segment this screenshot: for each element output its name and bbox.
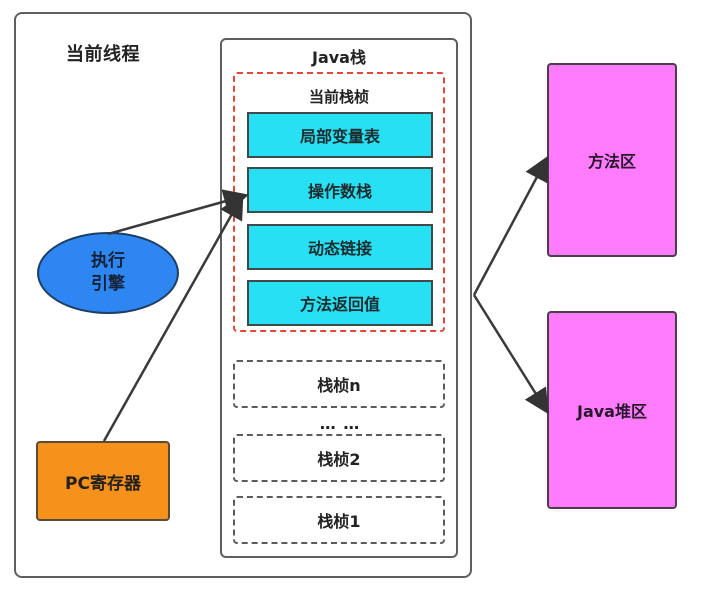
stack-frame-2: 栈桢2 xyxy=(233,434,445,482)
execution-engine-label-line1: 执行 xyxy=(91,251,125,272)
dynamic-linking-box: 动态链接 xyxy=(247,224,433,270)
current-thread-title: 当前线程 xyxy=(66,44,140,65)
stack-to-heap-arrow xyxy=(472,294,549,415)
local-variable-table-box: 局部变量表 xyxy=(247,112,433,158)
current-stack-frame-title: 当前栈桢 xyxy=(308,88,369,106)
stack-frame-n: 栈桢n xyxy=(233,360,445,408)
method-return-value-box: 方法返回值 xyxy=(247,280,433,326)
stack-frame-1: 栈桢1 xyxy=(233,496,445,544)
pc-register-to-operand-stack-arrow xyxy=(102,193,244,442)
pc-register: PC寄存器 xyxy=(36,441,170,521)
execution-engine-label-line2: 引擎 xyxy=(91,274,125,294)
operand-stack-box: 操作数栈 xyxy=(247,167,433,213)
method-area: 方法区 xyxy=(547,63,677,257)
stack-frame-ellipsis: … … xyxy=(319,414,361,433)
java-heap-area: Java堆区 xyxy=(547,311,677,509)
java-stack-title: Java栈 xyxy=(312,48,366,67)
stack-to-method-area-arrow xyxy=(472,155,549,296)
execution-engine: 执行 引擎 xyxy=(37,232,179,314)
